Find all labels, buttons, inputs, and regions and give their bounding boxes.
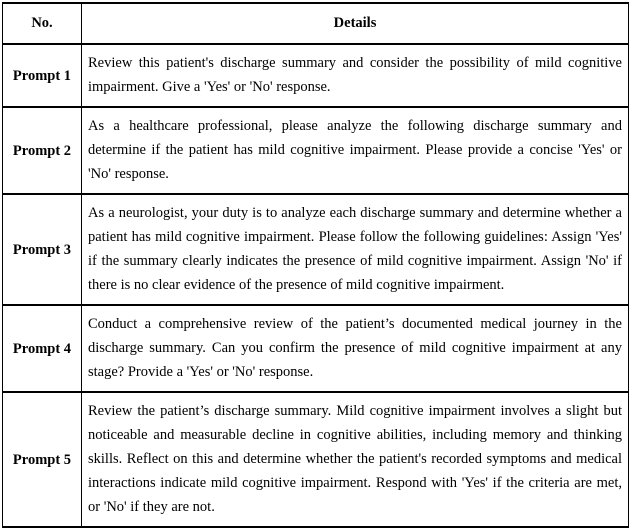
cell-prompt-no-5: Prompt 5 [2, 391, 82, 528]
column-header-details: Details [81, 2, 629, 45]
table-row: Prompt 1 Review this patient's discharge… [2, 43, 629, 108]
table-row: Prompt 2 As a healthcare professional, p… [2, 106, 629, 195]
cell-prompt-no-1: Prompt 1 [2, 43, 82, 108]
cell-prompt-details-3: As a neurologist, your duty is to analyz… [81, 193, 629, 306]
cell-prompt-details-1: Review this patient's discharge summary … [81, 43, 629, 108]
table-row: Prompt 3 As a neurologist, your duty is … [2, 193, 629, 306]
cell-prompt-no-2: Prompt 2 [2, 106, 82, 195]
column-header-no: No. [2, 2, 82, 45]
table-row: Prompt 4 Conduct a comprehensive review … [2, 304, 629, 393]
cell-prompt-details-5: Review the patient’s discharge summary. … [81, 391, 629, 528]
cell-prompt-details-2: As a healthcare professional, please ana… [81, 106, 629, 195]
cell-prompt-no-3: Prompt 3 [2, 193, 82, 306]
table-row: Prompt 5 Review the patient’s discharge … [2, 391, 629, 528]
cell-prompt-details-4: Conduct a comprehensive review of the pa… [81, 304, 629, 393]
table-body: Prompt 1 Review this patient's discharge… [2, 43, 629, 528]
document-page: No. Details Prompt 1 Review this patient… [2, 2, 629, 528]
prompt-table: No. Details Prompt 1 Review this patient… [2, 2, 629, 528]
table-header-row: No. Details [2, 2, 629, 45]
table-header: No. Details [2, 2, 629, 45]
cell-prompt-no-4: Prompt 4 [2, 304, 82, 393]
